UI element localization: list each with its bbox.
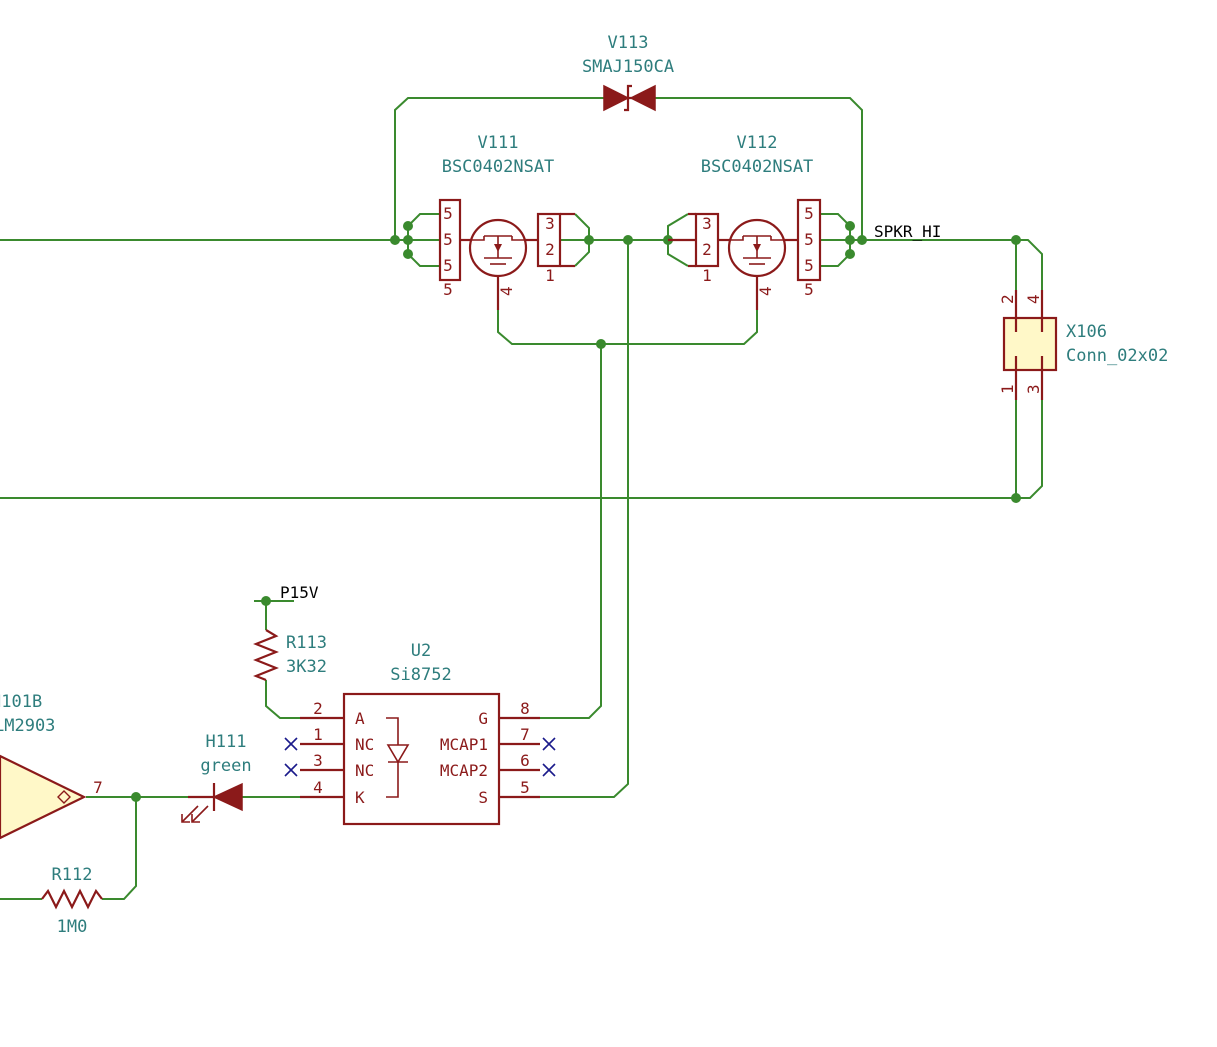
v111-pin: 2 xyxy=(545,240,555,259)
v112-pin: 3 xyxy=(702,214,712,233)
u2-pin-name: MCAP2 xyxy=(440,761,488,780)
v112-mosfet[interactable]: 3 2 1 4 5 5 5 5 V112 BSC0402NSAT xyxy=(668,133,822,310)
u2-isolator[interactable]: 2 1 3 4 8 7 6 5 A NC NC K G MCAP1 MCAP2 … xyxy=(300,641,540,826)
v112-gate-pin: 4 xyxy=(756,286,775,296)
u2-pin-number: 3 xyxy=(313,751,323,770)
no-connect-markers xyxy=(284,737,556,777)
u2-pin-number: 2 xyxy=(313,699,323,718)
u2-pin-number: 1 xyxy=(313,725,323,744)
n101b-comparator[interactable]: 7 N101B LM2903 xyxy=(0,692,103,840)
v113-value: SMAJ150CA xyxy=(582,57,674,77)
v111-pin: 5 xyxy=(443,280,453,299)
x106-pin-1: 1 xyxy=(998,384,1017,394)
x106-pin-4: 4 xyxy=(1024,294,1043,304)
n101b-ref: N101B xyxy=(0,692,42,712)
net-label-p15v: P15V xyxy=(280,583,319,602)
v113-tvs-diode[interactable]: V113 SMAJ150CA xyxy=(582,33,674,112)
v113-ref: V113 xyxy=(608,33,649,53)
u2-pin-number: 8 xyxy=(520,699,530,718)
v112-value: BSC0402NSAT xyxy=(701,157,814,177)
r112-resistor[interactable]: R112 1M0 xyxy=(41,865,103,937)
n101b-pin-7: 7 xyxy=(93,778,103,797)
u2-pin-name: NC xyxy=(355,761,374,780)
v111-value: BSC0402NSAT xyxy=(442,157,555,177)
v111-pin: 5 xyxy=(443,230,453,249)
u2-pin-name: MCAP1 xyxy=(440,735,488,754)
v112-pin: 2 xyxy=(702,240,712,259)
v111-pin: 1 xyxy=(545,266,555,285)
x106-value: Conn_02x02 xyxy=(1066,346,1168,366)
v112-pin: 5 xyxy=(804,280,814,299)
v111-gate-pin: 4 xyxy=(497,286,516,296)
u2-pin-name: S xyxy=(478,788,488,807)
v111-pin: 3 xyxy=(545,214,555,233)
u2-pin-number: 4 xyxy=(313,778,323,797)
net-label-spkr-hi: SPKR_HI xyxy=(874,222,941,241)
u2-pin-number: 6 xyxy=(520,751,530,770)
u2-ref: U2 xyxy=(411,641,431,661)
x106-ref: X106 xyxy=(1066,322,1107,342)
u2-pin-name: G xyxy=(478,709,488,728)
v111-pin: 5 xyxy=(443,256,453,275)
v112-pin: 5 xyxy=(804,256,814,275)
h111-led[interactable]: H111 green xyxy=(181,732,252,823)
x106-pin-3: 3 xyxy=(1024,384,1043,394)
v111-mosfet[interactable]: 5 5 5 5 4 3 2 1 V111 BSC0402NSAT xyxy=(438,133,575,310)
u2-pin-name: K xyxy=(355,788,365,807)
v112-pin: 5 xyxy=(804,204,814,223)
u2-pin-name: A xyxy=(355,709,365,728)
x106-pin-2: 2 xyxy=(998,294,1017,304)
x106-connector[interactable]: 2 4 1 3 X106 Conn_02x02 xyxy=(998,290,1168,400)
u2-pin-number: 5 xyxy=(520,778,530,797)
v112-ref: V112 xyxy=(737,133,778,153)
junctions xyxy=(131,221,1021,802)
n101b-value: LM2903 xyxy=(0,716,55,736)
u2-pin-number: 7 xyxy=(520,725,530,744)
u2-pin-name: NC xyxy=(355,735,374,754)
v112-pin: 5 xyxy=(804,230,814,249)
r113-ref: R113 xyxy=(286,633,327,653)
r112-ref: R112 xyxy=(52,865,93,885)
r113-value: 3K32 xyxy=(286,657,327,677)
h111-ref: H111 xyxy=(206,732,247,752)
v112-pin: 1 xyxy=(702,266,712,285)
r113-resistor[interactable]: R113 3K32 xyxy=(253,629,327,682)
v111-ref: V111 xyxy=(478,133,519,153)
r112-value: 1M0 xyxy=(57,917,88,937)
v111-pin: 5 xyxy=(443,204,453,223)
u2-value: Si8752 xyxy=(390,665,451,685)
h111-value: green xyxy=(200,756,251,776)
